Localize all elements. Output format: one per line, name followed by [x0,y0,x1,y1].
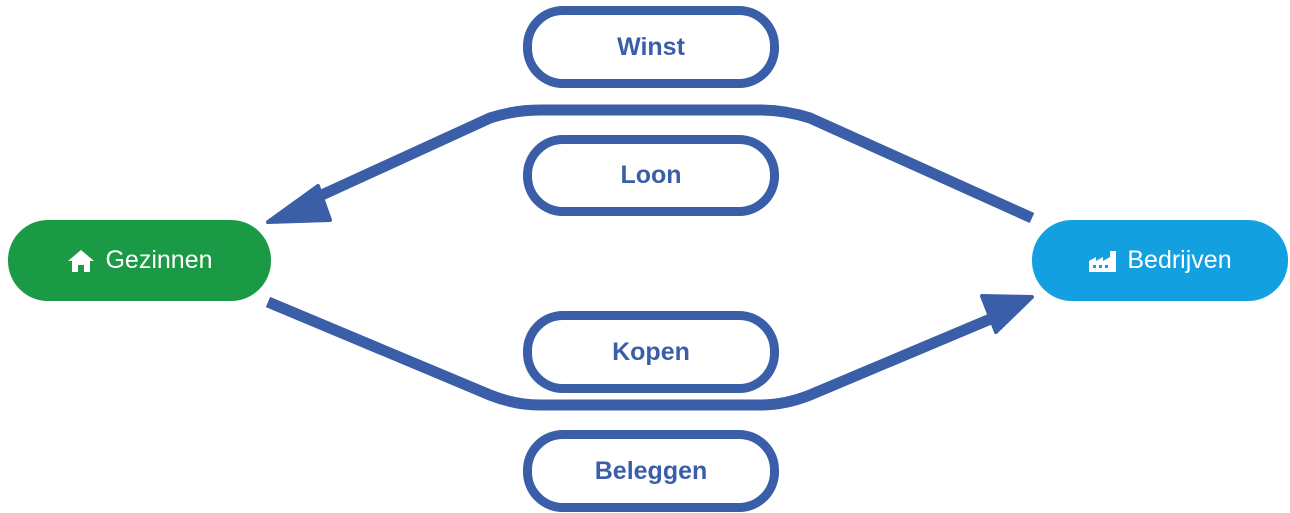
arrow-households-to-companies [265,296,1003,411]
node-households: Gezinnen [8,220,271,301]
flow-label-winst-text: Winst [617,32,685,61]
flow-label-kopen-text: Kopen [612,337,690,366]
node-companies: Bedrijven [1032,220,1288,301]
flow-label-winst: Winst [523,6,779,88]
flow-label-beleggen: Beleggen [523,430,779,512]
factory-icon [1088,248,1118,274]
arrowhead-to-companies [980,294,1034,334]
flow-label-kopen: Kopen [523,311,779,393]
home-icon [66,248,96,274]
arrow-companies-to-households [297,104,1035,224]
flow-label-beleggen-text: Beleggen [594,456,708,485]
flow-label-loon: Loon [523,135,779,216]
node-companies-label: Bedrijven [1127,246,1232,274]
flow-label-loon-text: Loon [620,161,682,189]
arrowhead-to-households [266,184,332,224]
node-households-label: Gezinnen [105,246,213,274]
